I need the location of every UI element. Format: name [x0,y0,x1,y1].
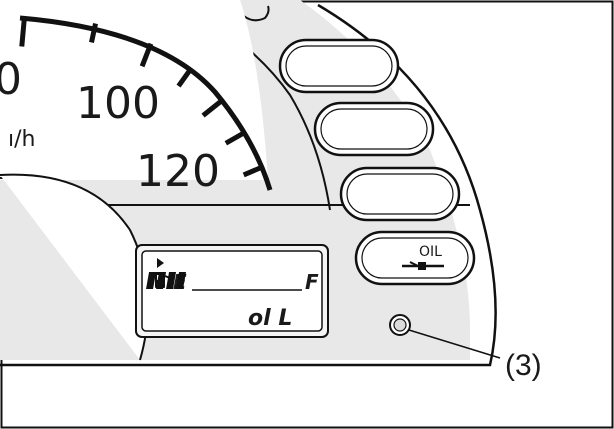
speedometer-scale-arc [19,15,273,191]
tick-3 [176,66,194,88]
cluster-button-1[interactable] [278,38,400,94]
oil-button[interactable] [354,230,476,286]
oil-can-icon [402,261,444,270]
cluster-button-3[interactable] [339,166,461,222]
tick-0 [19,19,27,47]
fuel-full-label: F [305,270,319,294]
fuel-segment-4 [176,272,187,289]
tick-5 [224,130,246,146]
speedometer-dial [0,0,268,180]
tick-1 [89,23,98,43]
tick-6 [242,164,264,178]
lcd-oil-message: ol L [248,306,292,331]
fuel-segment-3 [166,272,177,289]
callout-label-3: (3) [505,349,542,382]
speedometer-ticks [19,19,264,178]
tick-2 [139,42,154,68]
tick-4 [201,98,224,118]
oil-indicator-lamp-inner [393,318,407,332]
fuel-gauge-bar [146,272,302,291]
fuel-segment-2 [156,272,167,289]
cluster-button-2-inner [320,108,428,150]
lcd-screen [141,250,323,332]
callout-leader-line [408,329,501,359]
cluster-button-1-inner [285,45,393,87]
cluster-button-2[interactable] [313,101,435,157]
speed-label-0: 0 [0,54,22,105]
speed-unit-label: ı/h [8,127,35,152]
speed-label-120: 120 [136,146,220,197]
cluster-button-3-inner [346,173,454,215]
oil-button-inner [361,237,469,279]
speed-label-100: 100 [76,78,160,129]
oil-button-label: OIL [419,244,442,260]
fuel-segment-1 [146,272,157,289]
